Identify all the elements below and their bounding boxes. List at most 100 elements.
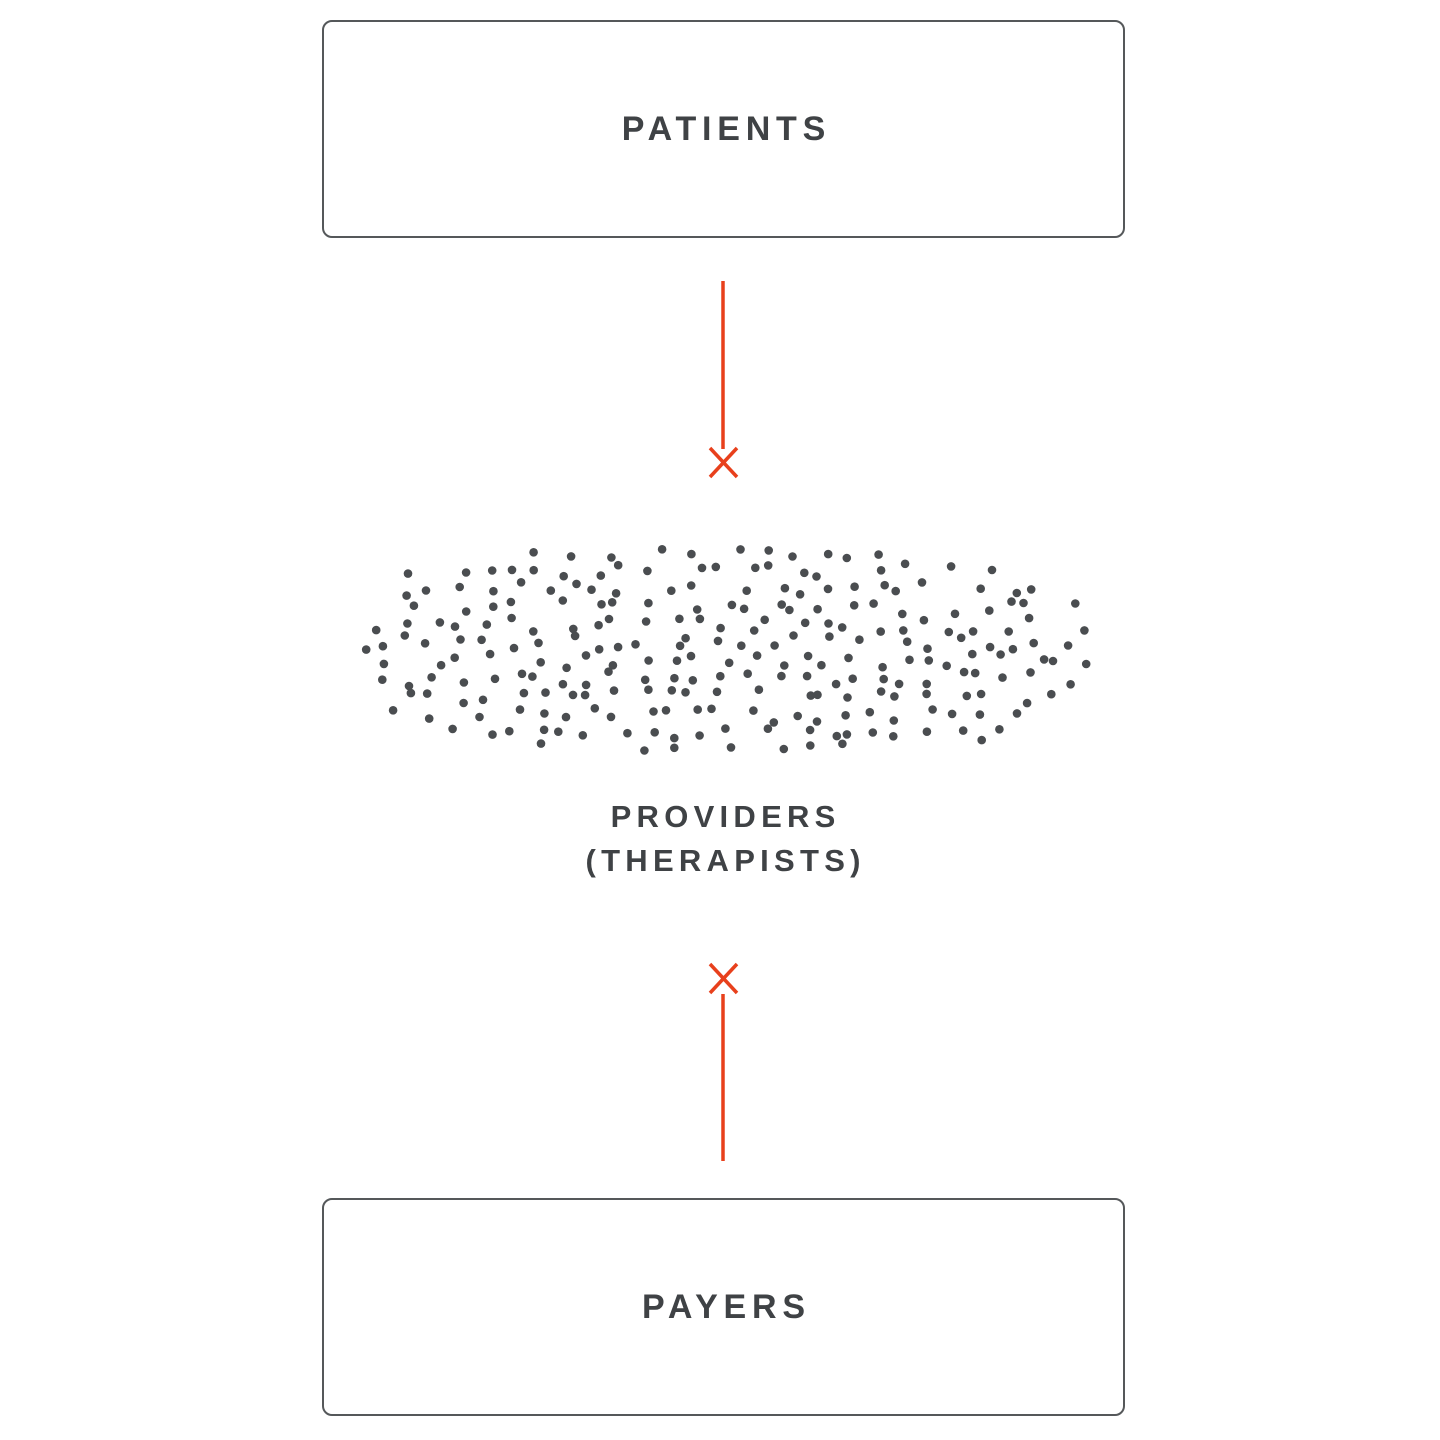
provider-dot [448,724,457,734]
provider-dot [379,659,389,669]
provider-dot [421,586,431,595]
provider-dot [1081,659,1091,669]
provider-dot [559,571,568,581]
provider-dot [842,553,852,563]
provider-dot [813,690,822,700]
provider-dot [406,688,416,698]
provider-dot [686,581,696,590]
provider-dot [436,660,446,670]
provider-dot [1080,626,1089,635]
provider-dot [609,686,619,695]
provider-dot [566,552,576,561]
provider-dot [785,605,794,615]
provider-dot [865,707,875,717]
provider-dot [487,566,497,575]
provider-dot [644,598,653,608]
provider-dot [1039,655,1049,664]
provider-dot [562,663,571,673]
provider-dot [928,705,937,714]
provider-dot [519,688,529,698]
provider-dot [823,549,833,559]
provider-dot [650,728,659,737]
provider-dot [540,709,549,718]
provider-dot [505,726,514,736]
providers-label-line2: (THERAPISTS) [585,843,866,879]
provider-dot [459,678,469,687]
patients-box: PATIENTS [322,20,1125,238]
provider-dot [713,636,723,646]
provider-dot [489,586,498,596]
provider-dot [950,609,960,619]
provider-dot [842,730,852,739]
provider-dot [1048,656,1058,666]
provider-dot [644,656,653,665]
provider-dot [681,688,690,697]
provider-dot [777,600,786,609]
provider-dot [869,599,878,608]
provider-dot [1007,597,1016,606]
provider-dot [737,641,746,650]
provider-dot [805,725,815,735]
provider-dot [1008,644,1018,654]
provider-dot [607,598,617,607]
patients-label: PATIENTS [621,109,832,148]
provider-dot [832,731,842,741]
provider-dot [640,675,650,685]
provider-dot [803,651,813,661]
provider-dot [597,600,606,609]
provider-dot [942,661,951,671]
provider-dot [450,653,460,662]
provider-dot [760,615,769,625]
arrow-patients-to-providers [708,281,739,479]
provider-dot [613,642,623,652]
provider-dot [968,627,978,636]
provider-dot [976,584,985,593]
provider-dot [712,687,722,697]
provider-dot [536,739,546,748]
provider-dot [558,679,568,689]
provider-dot [841,711,850,720]
provider-dot [528,672,537,681]
provider-dot [922,679,931,689]
provider-dot [675,641,685,651]
provider-dot [924,656,934,665]
provider-dot [902,637,912,646]
provider-dot [693,705,702,714]
provider-dot [570,631,580,641]
provider-dot [793,711,802,721]
provider-dot [975,710,985,719]
provider-dot [763,561,773,570]
provider-dot [509,643,519,653]
arrow-payers-to-providers [708,962,739,1161]
provider-dot [749,626,759,635]
provider-dot [891,586,900,596]
provider-dot [956,633,966,643]
provider-dot [657,545,667,554]
provider-dot [378,675,387,684]
provider-dot [752,651,762,660]
provider-dot [724,658,734,668]
provider-dot [420,639,430,648]
provider-dot [894,679,904,689]
provider-dot [831,679,841,689]
provider-dot [824,619,833,628]
provider-dot [742,586,751,595]
provider-dot [561,712,571,722]
provider-dot [507,613,516,623]
provider-dot [644,685,653,694]
provider-dot [590,704,600,713]
provider-dot [779,744,789,754]
provider-dot [594,620,603,630]
provider-dot [848,674,857,683]
provider-dot [661,706,671,715]
provider-dot [361,645,371,654]
provider-dot [780,583,790,593]
provider-dot [558,596,568,605]
provider-dot [876,566,886,575]
provider-dot [672,656,682,665]
provider-dot [581,651,591,660]
provider-dot [802,671,812,681]
provider-dot [716,623,725,633]
provider-dot [427,673,436,682]
